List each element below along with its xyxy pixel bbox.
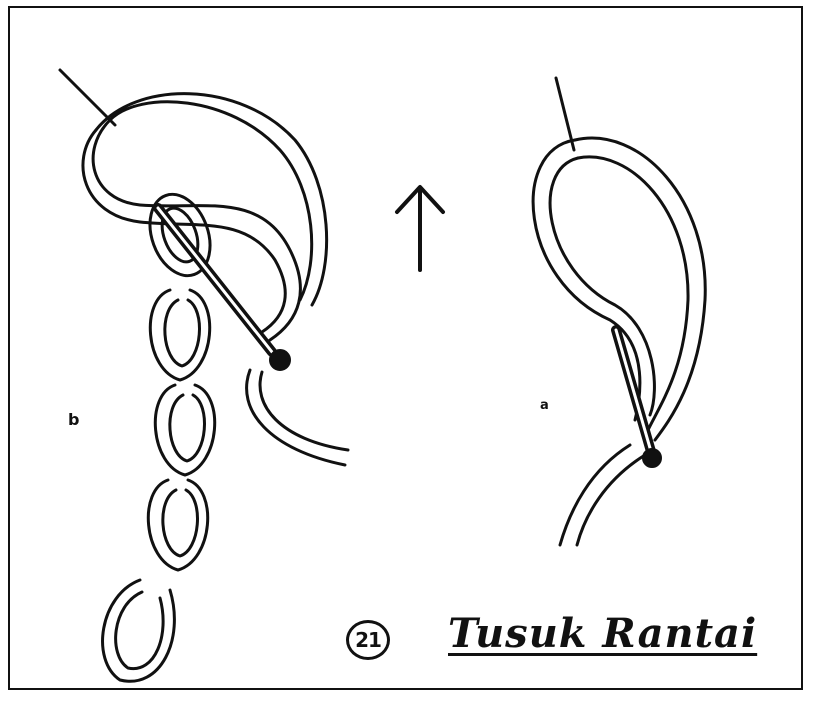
chain-stitch-steps-b	[60, 70, 348, 681]
chain-loops	[103, 290, 215, 681]
figure-label-b: b	[68, 410, 79, 429]
single-loop-outer	[533, 140, 640, 420]
arrow-up-icon	[397, 187, 443, 270]
chain-stitch-step-a	[533, 78, 705, 545]
figure-number-badge: 21	[346, 620, 390, 660]
figure-label-a: a	[540, 398, 549, 413]
caption-title: Tusuk Rantai	[448, 610, 757, 657]
needle-icon	[60, 70, 290, 370]
